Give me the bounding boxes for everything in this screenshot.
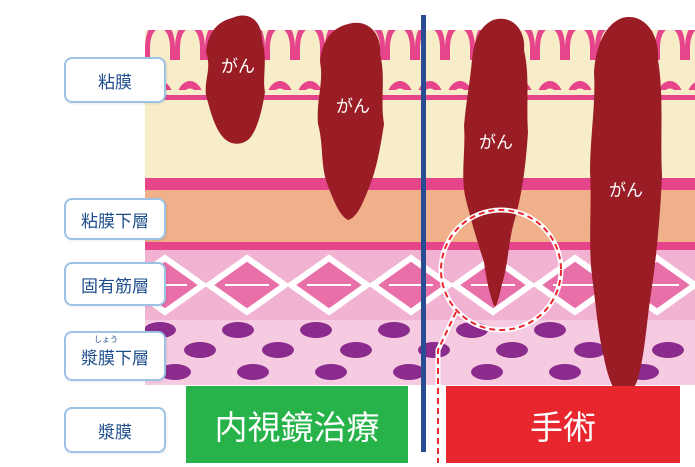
- subserosa-spot: [496, 342, 528, 358]
- subserosa-spot: [340, 342, 372, 358]
- tumors: [205, 15, 662, 398]
- endoscopic-treatment-box: 内視鏡治療: [186, 386, 408, 463]
- label-subserosa-box: しょう 漿膜下層: [64, 331, 166, 381]
- treatment-divider: [421, 15, 426, 452]
- subserosa-spot: [222, 322, 254, 338]
- subserosa-spot: [237, 364, 269, 380]
- subserosa-spot: [471, 364, 503, 380]
- subserosa-spot: [378, 322, 410, 338]
- label-muscularis: 固有筋層: [64, 262, 166, 306]
- label-submucosa: 粘膜下層: [64, 198, 166, 240]
- mucosa-band: [145, 95, 695, 100]
- label-mucosa: 粘膜: [64, 57, 166, 103]
- tumor-label-4: がん: [609, 181, 643, 201]
- subserosa-spot: [262, 342, 294, 358]
- subserosa-spot: [315, 364, 347, 380]
- tumor-label-2: がん: [336, 97, 370, 117]
- subserosa-spot: [300, 322, 332, 338]
- tumor-shape-2: [317, 22, 384, 220]
- tumor-shape-1: [205, 15, 265, 144]
- label-serosa: 漿膜: [64, 407, 166, 453]
- subserosa-spot: [159, 364, 191, 380]
- muscularis-mucosae: [145, 178, 695, 190]
- tumor-shape-3: [463, 18, 528, 307]
- tumor-label-3: がん: [479, 133, 513, 153]
- tumor-label-1: がん: [221, 57, 255, 77]
- subserosa-spot: [534, 322, 566, 338]
- subserosa-spot: [574, 342, 606, 358]
- subserosa-spot: [184, 342, 216, 358]
- surgery-box: 手術: [446, 386, 680, 463]
- subserosa-spot: [393, 364, 425, 380]
- subserosa-spots: [145, 322, 684, 380]
- subserosa-spot: [652, 342, 684, 358]
- label-subserosa: 漿膜下層: [81, 348, 149, 369]
- tumor-shape-4: [590, 17, 662, 398]
- label-subserosa-ruby: しょう: [94, 335, 118, 344]
- subserosa-spot: [549, 364, 581, 380]
